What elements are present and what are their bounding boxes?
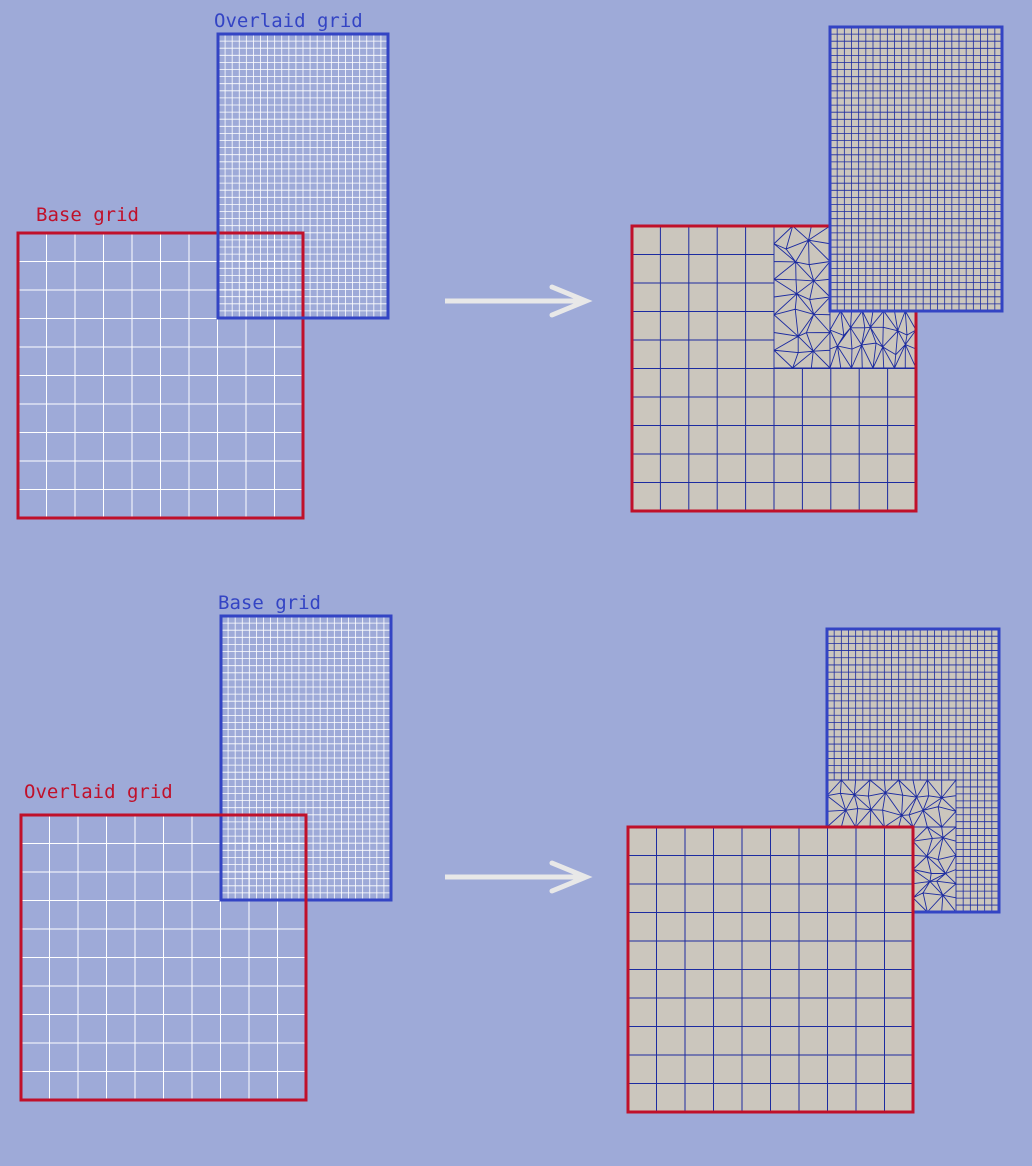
- top-base-grid-label: Base grid: [36, 204, 139, 226]
- bottom-arrow: [445, 860, 593, 894]
- top-base-grid: [18, 233, 303, 518]
- transition-right-fill: [913, 827, 956, 912]
- top-base-grid-border: [16, 231, 305, 520]
- top-result-base-region: [632, 226, 916, 511]
- top-result-overlaid-region: [830, 27, 1002, 311]
- base-region-lines: [632, 226, 916, 511]
- top-arrow: [445, 284, 593, 318]
- bottom-result-overlaid-region: [628, 827, 913, 1112]
- bottom-overlaid-grid-label: Overlaid grid: [24, 781, 173, 803]
- bottom-result-base-outline: [825, 627, 1001, 914]
- base-grid-lines: [18, 233, 303, 518]
- top-overlaid-grid-border: [216, 32, 390, 320]
- bottom-result-overlaid-outline: [626, 825, 915, 1114]
- overlaid-region-lines: [628, 827, 913, 1112]
- transition-left-fill: [774, 226, 830, 368]
- bottom-overlaid-grid-border: [19, 813, 308, 1102]
- transition-bottom-edges: [829, 310, 917, 369]
- top-overlaid-grid-label: Overlaid grid: [214, 10, 363, 32]
- base-region-lines: [827, 629, 999, 912]
- top-result-mesh: [630, 25, 1004, 513]
- overlaid-grid-lines: [21, 815, 306, 1100]
- bottom-input-scenario: Overlaid grid Base grid: [19, 592, 393, 1102]
- bottom-result-transition-triangles: [826, 779, 957, 913]
- overlaid-region-lines: [830, 27, 1002, 311]
- bottom-base-grid-label: Base grid: [218, 592, 321, 614]
- top-input-scenario: Base grid Overlaid grid: [16, 10, 390, 520]
- top-result-overlaid-outline: [828, 25, 1004, 313]
- bottom-result-mesh: [626, 627, 1001, 1114]
- top-result-base-outline: [630, 224, 918, 513]
- bottom-overlaid-grid: [21, 815, 306, 1100]
- top-result-transition-triangles: [773, 225, 917, 369]
